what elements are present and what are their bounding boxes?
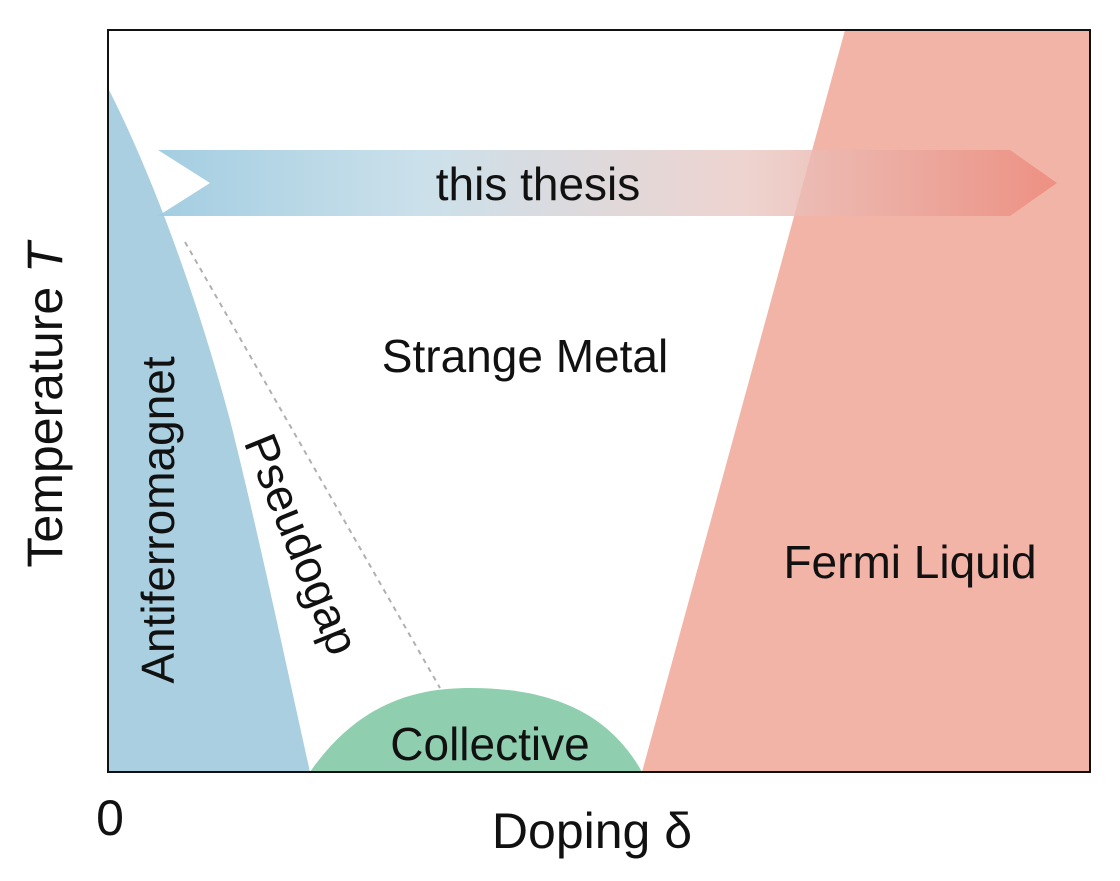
fermi-liquid-region <box>642 30 1090 772</box>
x-axis-label: Doping δ <box>492 803 692 859</box>
collective-label: Collective <box>390 718 589 770</box>
fermi-liquid-label: Fermi Liquid <box>783 536 1036 588</box>
origin-label: 0 <box>96 790 124 846</box>
antiferromagnet-region <box>108 88 310 772</box>
antiferromagnet-label: Antiferromagnet <box>132 356 184 683</box>
collective-region <box>310 688 642 772</box>
this-thesis-label: this thesis <box>436 158 641 210</box>
y-axis-label: Temperature T <box>17 239 73 568</box>
strange-metal-label: Strange Metal <box>382 330 668 382</box>
this-thesis-arrow <box>158 150 1057 216</box>
plot-frame <box>107 29 1091 773</box>
